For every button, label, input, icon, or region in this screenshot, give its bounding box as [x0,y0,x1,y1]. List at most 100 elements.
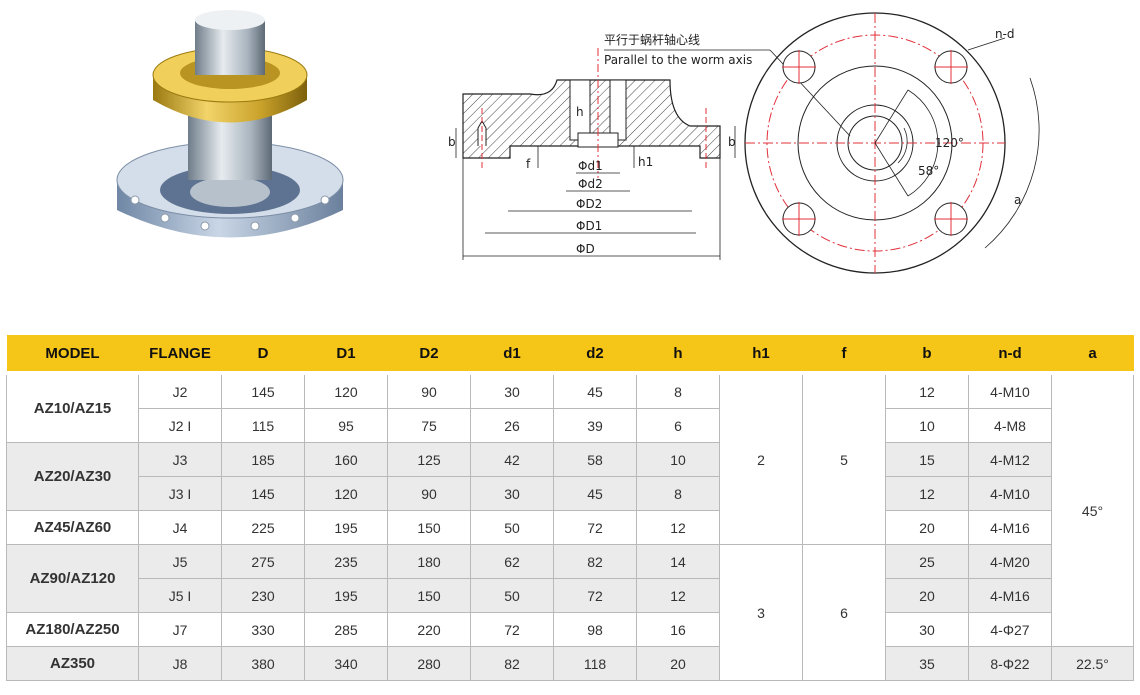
cell-D2: 90 [387,476,471,511]
header-D: D [221,335,305,373]
cell-flange: J7 [138,612,222,647]
cell-flange: J2 [138,371,222,409]
cell-D: 380 [221,646,305,681]
table-row: J5 I 230 195 150 50 72 12 20 4-M16 [7,578,1134,613]
label-D: ΦD [576,242,595,256]
cell-D2: 125 [387,442,471,477]
cell-D1: 195 [304,578,388,613]
cell-flange: J5 [138,544,222,579]
cell-d2: 45 [553,371,637,409]
cell-D2: 150 [387,510,471,545]
cell-d2: 39 [553,408,637,443]
note-chinese: 平行于蜗杆轴心线 [604,32,700,47]
cell-D1: 340 [304,646,388,681]
worm-axis-note: 平行于蜗杆轴心线 Parallel to the worm axis [604,32,851,137]
cell-b: 20 [885,510,969,545]
cell-h: 6 [636,408,720,443]
cell-nd: 4-M16 [968,578,1052,613]
cell-nd: 4-Φ27 [968,612,1052,647]
technical-drawing: b b f h h1 Φd1 Φd2 ΦD2 ΦD1 ΦD 平行于蜗杆轴心线 P… [448,12,1040,274]
cell-b: 12 [885,476,969,511]
cell-model: AZ180/AZ250 [6,612,139,647]
cell-d1: 30 [470,371,554,409]
cell-d1: 30 [470,476,554,511]
cell-d1: 50 [470,510,554,545]
cell-D2: 180 [387,544,471,579]
label-f: f [526,157,531,171]
label-b-left: b [448,135,456,149]
header-flange: FLANGE [138,335,222,373]
cell-D2: 75 [387,408,471,443]
cell-d2: 58 [553,442,637,477]
cell-D: 145 [221,476,305,511]
cell-h: 8 [636,476,720,511]
header-b: b [885,335,969,373]
cell-h: 14 [636,544,720,579]
cell-nd: 4-M10 [968,371,1052,409]
cell-nd: 4-M12 [968,442,1052,477]
label-h1: h1 [638,155,653,169]
flange-top-view: n-d 120° 58° a [744,12,1040,274]
label-d2: Φd2 [578,177,603,191]
header-row: MODEL FLANGE D D1 D2 d1 d2 h h1 f b n-d … [6,335,1134,373]
header-nd: n-d [968,335,1052,373]
cell-nd: 4-M10 [968,476,1052,511]
cell-nd: 8-Φ22 [968,646,1052,681]
cell-D2: 150 [387,578,471,613]
table-row: AZ10/AZ15 J2 145 120 90 30 45 8 2 5 12 4… [6,371,1134,647]
table-row: AZ180/AZ250 J7 330 285 220 72 98 16 30 4… [6,612,1134,647]
cell-D: 330 [221,612,305,647]
cell-f-merged: 5 [802,371,886,545]
label-D2: ΦD2 [576,197,602,211]
cell-flange: J2 I [138,408,222,443]
note-english: Parallel to the worm axis [604,53,752,67]
label-b-right: b [728,135,736,149]
cell-model: AZ350 [6,646,139,681]
header-h: h [636,335,720,373]
header-D1: D1 [304,335,388,373]
table-row: J3 I 145 120 90 30 45 8 12 4-M10 [7,476,1134,511]
header-D2: D2 [387,335,471,373]
cell-a: 22.5° [1051,646,1134,681]
cell-D1: 235 [304,544,388,579]
cell-b: 10 [885,408,969,443]
cell-b: 15 [885,442,969,477]
table-row: AZ90/AZ120 J5 275 235 180 62 82 14 3 6 2… [6,544,1134,681]
cell-h: 12 [636,510,720,545]
cell-h: 12 [636,578,720,613]
label-D1: ΦD1 [576,219,602,233]
cell-h1-merged: 3 [719,544,803,681]
cell-d2: 72 [553,578,637,613]
header-d2: d2 [553,335,637,373]
header-model: MODEL [6,335,139,373]
cell-D: 145 [221,371,305,409]
table-row: AZ45/AZ60 J4 225 195 150 50 72 12 20 4-M… [6,510,1134,545]
cell-flange: J5 I [138,578,222,613]
cell-d1: 26 [470,408,554,443]
cell-d1: 72 [470,612,554,647]
cell-d1: 82 [470,646,554,681]
cell-f-merged: 6 [802,544,886,681]
table-row: J2 I 115 95 75 26 39 6 10 4-M8 [7,408,1134,443]
cell-D1: 95 [304,408,388,443]
label-nd: n-d [995,27,1015,41]
cell-a-merged: 45° [1051,371,1134,647]
cell-nd: 4-M20 [968,544,1052,579]
cell-d2: 98 [553,612,637,647]
cell-b: 30 [885,612,969,647]
cell-D1: 120 [304,476,388,511]
cell-d1: 50 [470,578,554,613]
header-d1: d1 [470,335,554,373]
cell-b: 20 [885,578,969,613]
spec-table: MODEL FLANGE D D1 D2 d1 d2 h h1 f b n-d … [6,335,1134,681]
cell-D1: 195 [304,510,388,545]
cell-D2: 90 [387,371,471,409]
cell-b: 25 [885,544,969,579]
cell-D2: 280 [387,646,471,681]
header-f: f [802,335,886,373]
cell-b: 12 [885,371,969,409]
cell-d2: 118 [553,646,637,681]
cell-flange: J8 [138,646,222,681]
section-view: b b f h h1 Φd1 Φd2 ΦD2 ΦD1 ΦD [448,48,736,260]
table-row: AZ350 J8 380 340 280 82 118 20 35 8-Φ22 … [6,646,1134,681]
